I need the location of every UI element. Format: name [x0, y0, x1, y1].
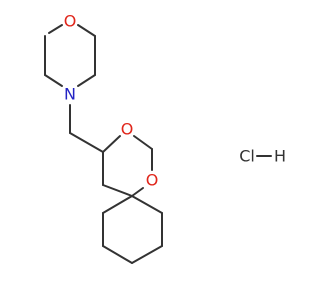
atom-morpholine-nitrogen: N: [64, 85, 76, 104]
bond-morpholine-4: [77, 74, 96, 87]
methylene-linker: [69, 104, 104, 153]
bond-spiro-c5: [102, 184, 133, 197]
bond-morpholine-1: [48, 24, 63, 34]
salt-label-hydrogen: H: [274, 147, 286, 166]
bond-o-upper-c2: [133, 135, 153, 150]
bond-o-lower-spiro: [131, 187, 144, 197]
atom-dioxane-oxygen-lower: O: [146, 171, 159, 190]
bond-cyclohexane-1: [131, 195, 163, 214]
bond-morpholine-5: [44, 74, 63, 87]
molecule-structure: O N O O Cl H: [44, 12, 286, 264]
bond-c3-o-upper: [102, 135, 121, 153]
salt-label-chlorine: Cl: [239, 147, 255, 166]
atom-morpholine-oxygen: O: [64, 12, 77, 31]
bond-morpholine-2: [77, 24, 96, 37]
dioxane-ring: [102, 135, 153, 197]
bond-ch2-c3: [69, 132, 104, 153]
atom-dioxane-oxygen-upper: O: [121, 120, 134, 139]
cyclohexane-ring: [102, 195, 163, 264]
bond-cyclohexane-4: [102, 245, 133, 264]
bond-cyclohexane-6: [102, 195, 133, 214]
bond-cyclohexane-3: [131, 245, 163, 264]
morpholine-ring: [44, 24, 96, 87]
